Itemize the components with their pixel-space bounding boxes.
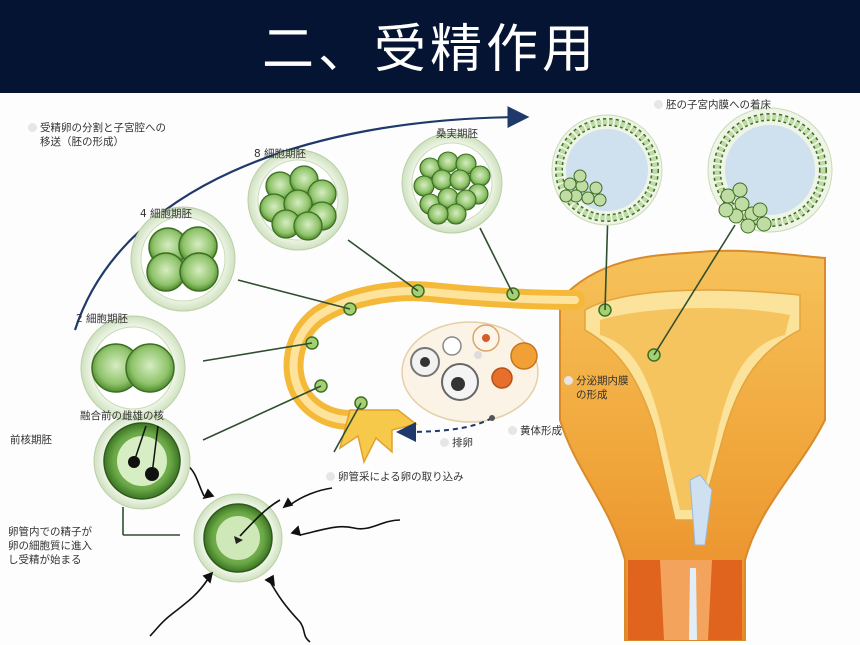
label-eight-cell: 8 細胞期胚 bbox=[254, 148, 307, 160]
label-transport-line2: 移送（胚の形成） bbox=[40, 136, 124, 148]
two-cell-embryo bbox=[80, 315, 186, 421]
fertilization-diagram: 受精卵の分割と子宮腔への 移送（胚の形成） 胚の子宮内膜への着床 桑実期胚 8 … bbox=[0, 93, 860, 645]
diagram-artwork bbox=[73, 106, 833, 643]
fertilization-cell bbox=[193, 493, 283, 583]
label-secretory-endometrium-line1: 分泌期内膜 bbox=[564, 374, 629, 388]
label-two-cell: 2 細胞期胚 bbox=[76, 313, 129, 325]
label-corpus-luteum: 黄体形成 bbox=[508, 424, 562, 438]
sperm-group bbox=[149, 465, 401, 643]
label-four-cell: 4 細胞期胚 bbox=[140, 208, 193, 220]
morula-embryo bbox=[401, 132, 503, 234]
ovary bbox=[401, 321, 539, 423]
label-pronuclear-stage: 前核期胚 bbox=[10, 434, 52, 446]
eight-cell-embryo bbox=[247, 149, 349, 251]
four-cell-embryo bbox=[130, 206, 236, 312]
label-implantation: 胚の子宮内膜への着床 bbox=[654, 98, 771, 112]
label-fimbria-uptake: 卵管采による卵の取り込み bbox=[326, 470, 464, 484]
transport-arrow bbox=[73, 106, 530, 331]
label-ovulation: 排卵 bbox=[440, 436, 473, 450]
slide-title: 二、受精作用 bbox=[261, 20, 598, 80]
label-morula: 桑実期胚 bbox=[436, 128, 478, 140]
label-fertilization-line2: 卵の細胞質に進入 bbox=[8, 540, 92, 552]
fimbria bbox=[338, 409, 418, 465]
label-pronuclei-fusion: 融合前の雌雄の核 bbox=[80, 410, 164, 422]
blastocyst-implanting bbox=[707, 107, 833, 234]
connector-lines bbox=[122, 209, 736, 536]
uterus bbox=[559, 249, 826, 641]
label-transport-line1: 受精卵の分割と子宮腔への bbox=[28, 121, 166, 135]
label-secretory-endometrium-line2: の形成 bbox=[576, 389, 608, 401]
label-fertilization-line1: 卵管内での精子が bbox=[8, 526, 92, 538]
label-fertilization-line3: し受精が始まる bbox=[8, 554, 82, 566]
slide-header: 二、受精作用 bbox=[0, 0, 860, 93]
pronuclear-embryo bbox=[93, 412, 191, 510]
ovulation-arrow bbox=[396, 417, 493, 442]
blastocyst-early bbox=[551, 114, 663, 226]
